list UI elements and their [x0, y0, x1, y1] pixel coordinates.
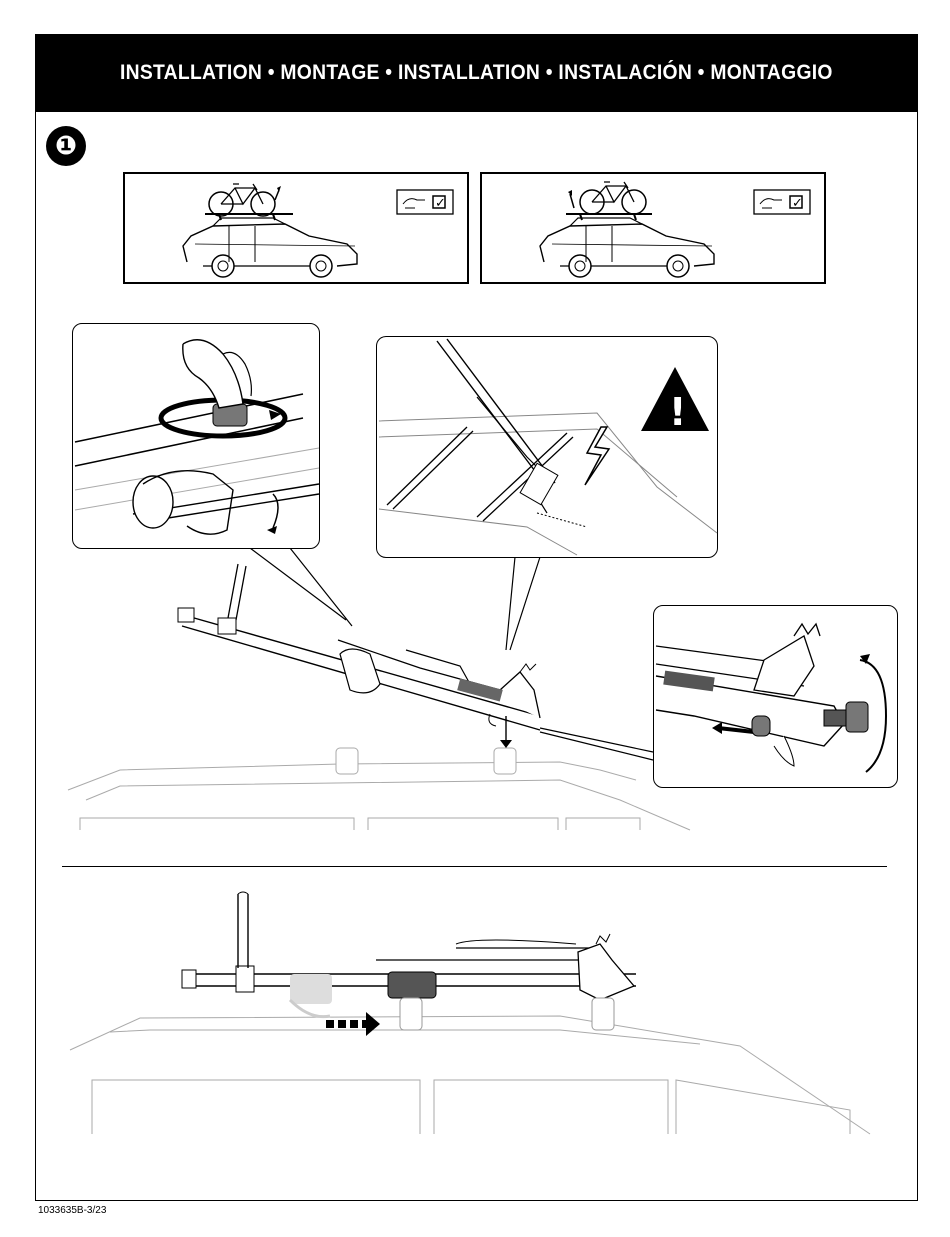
- part-number: 1033635B-3/23: [38, 1205, 106, 1216]
